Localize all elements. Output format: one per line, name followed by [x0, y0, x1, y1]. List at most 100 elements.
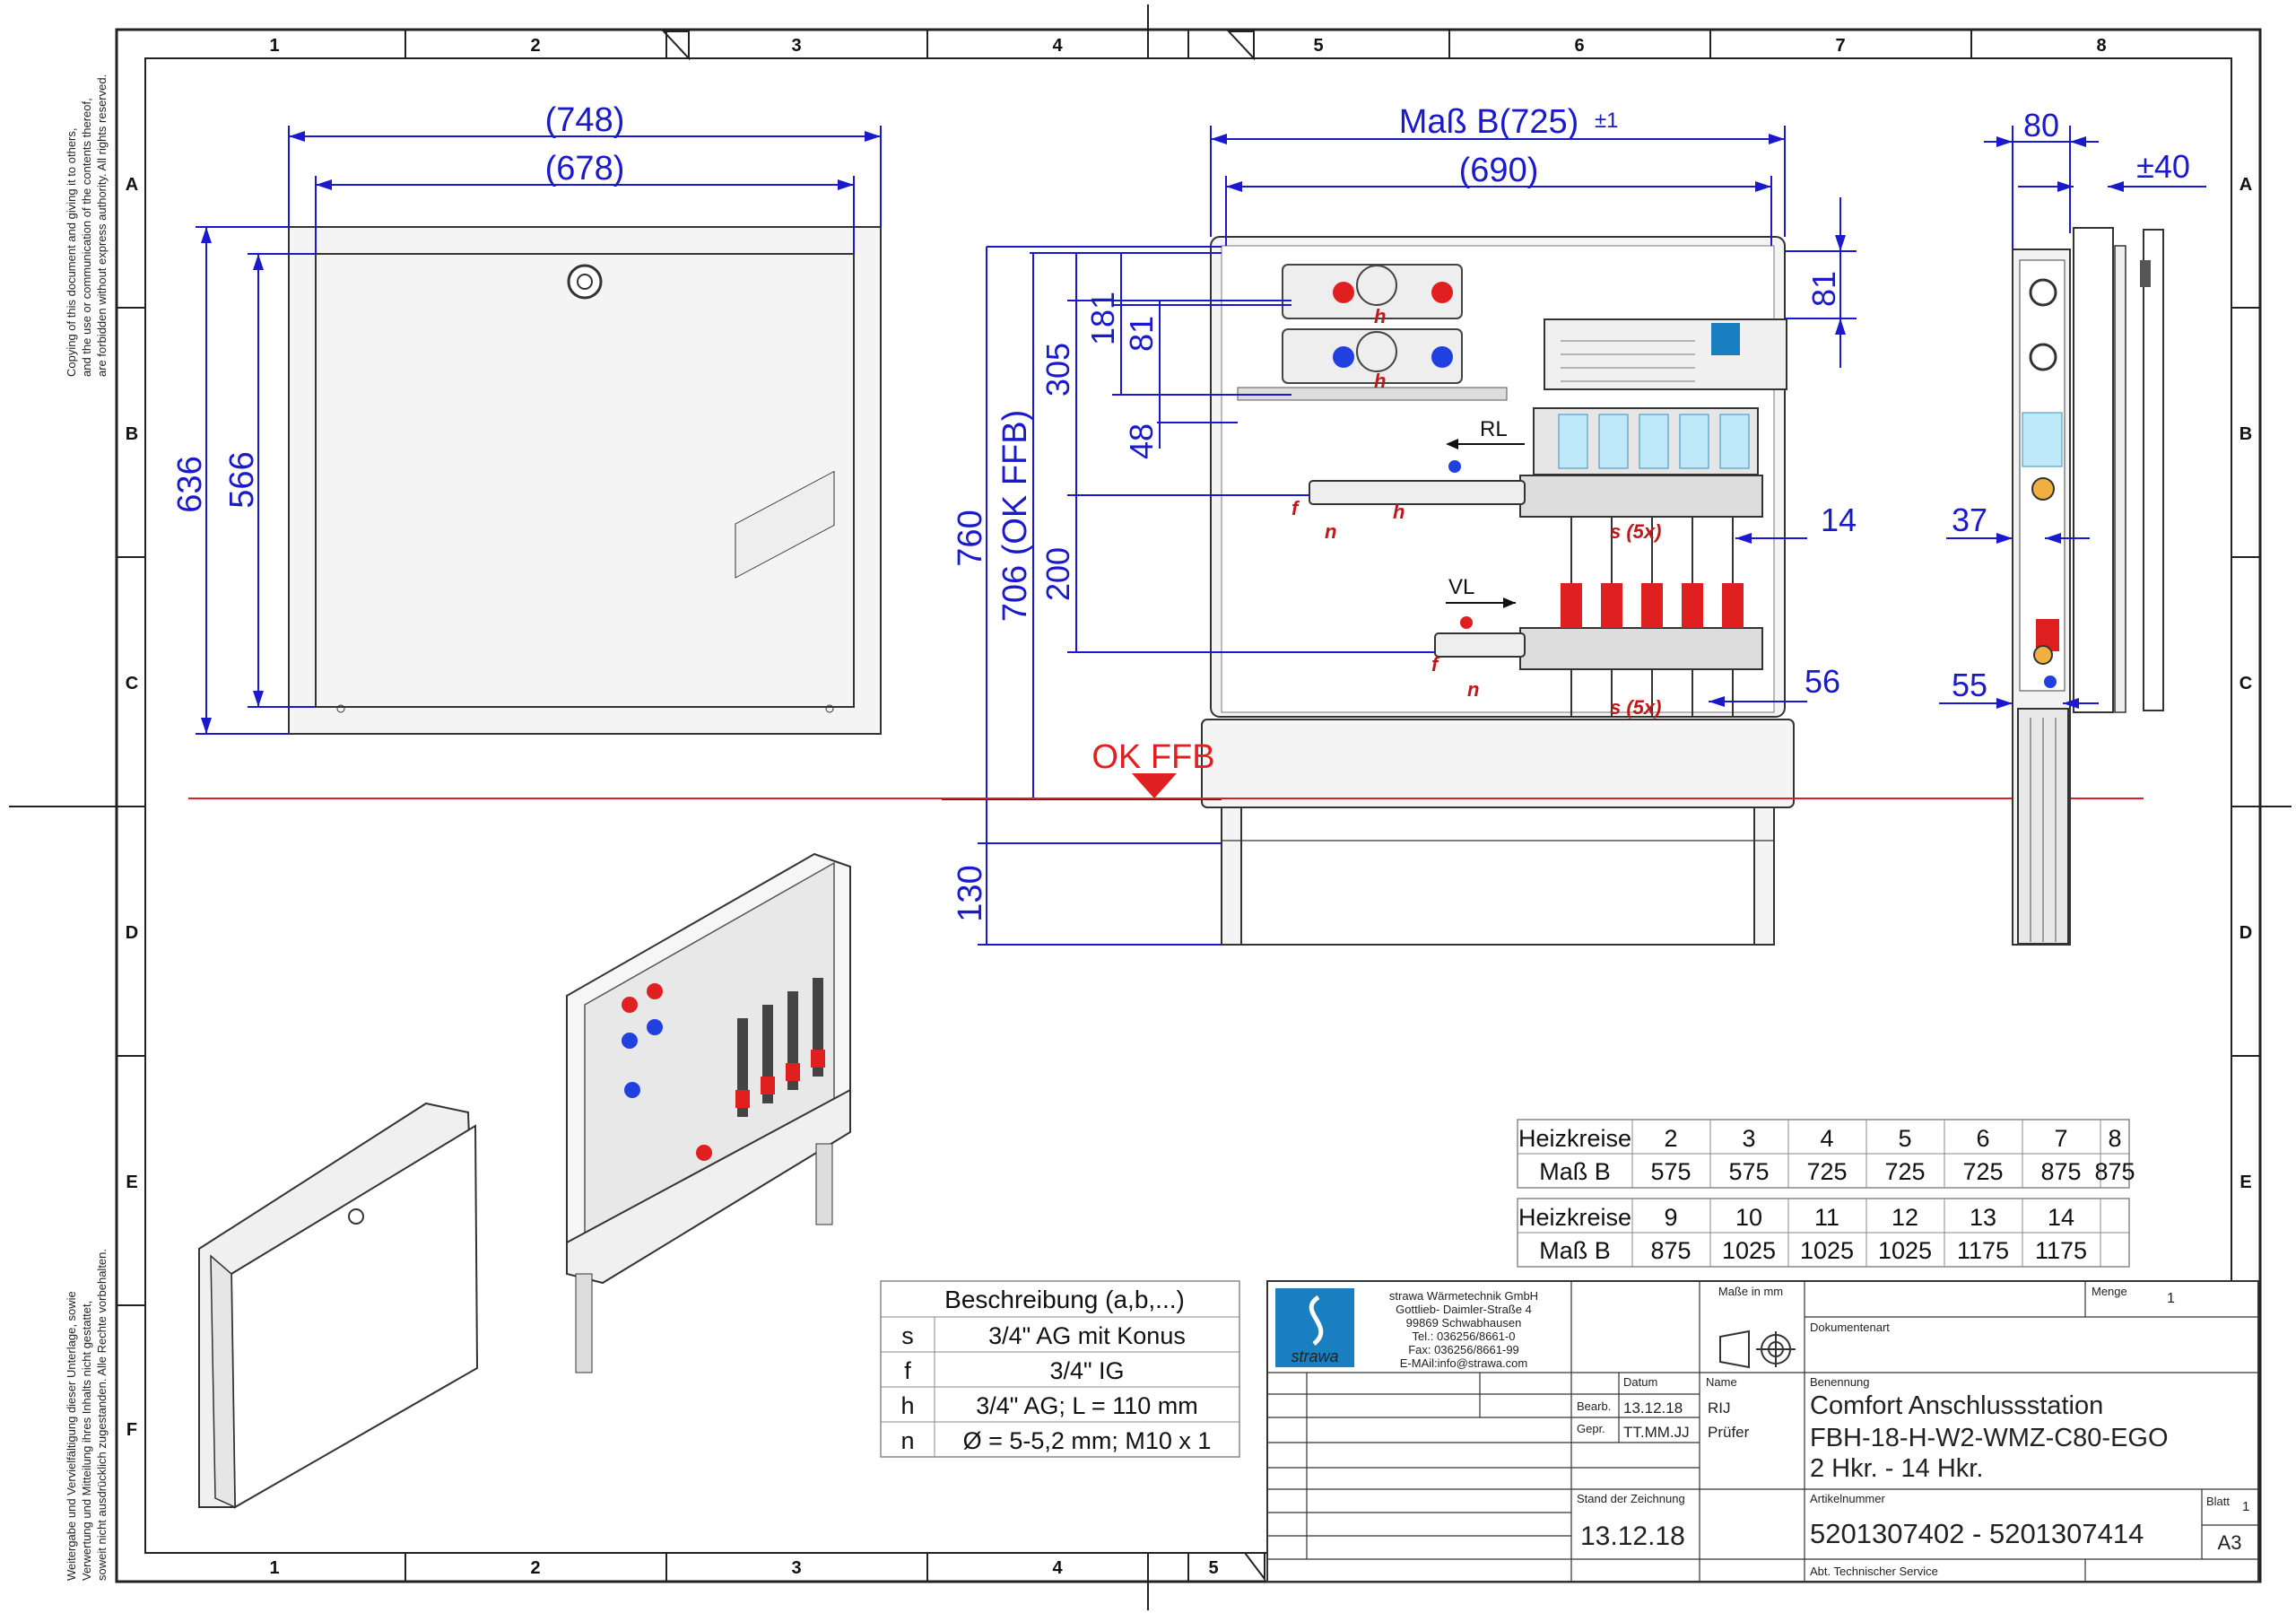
- col-label-bottom: 3: [791, 1558, 801, 1578]
- abteilung-label: Abt. Technischer Service: [1810, 1565, 1938, 1578]
- side-view: 80 ±40 37 55: [1939, 107, 2206, 946]
- copyright-en-2: and the use or communication of the cont…: [80, 98, 93, 377]
- beschreibung-key: n: [900, 1427, 914, 1454]
- beschreibung-key: s: [901, 1322, 914, 1349]
- copyright-en-1: Copying of this document and giving it t…: [65, 128, 78, 378]
- letter-h: h: [1374, 305, 1386, 327]
- gepr-name: Prüfer: [1708, 1424, 1750, 1441]
- artikel-label: Artikelnummer: [1810, 1492, 1885, 1505]
- row-label-left: F: [126, 1420, 137, 1440]
- heizkreise-count: 10: [1735, 1204, 1762, 1231]
- row-label-right: A: [2239, 175, 2252, 195]
- dokumentenart-label: Dokumentenart: [1810, 1321, 1890, 1334]
- heizkreise-label: Heizkreise: [1518, 1125, 1631, 1152]
- mass-b-value: 1025: [1878, 1237, 1932, 1264]
- dim-width-b-tolerance: ±1: [1595, 109, 1619, 133]
- dim-width-b: Maß B(725): [1399, 103, 1579, 141]
- menge-label: Menge: [2092, 1285, 2127, 1298]
- col-label-top: 7: [1835, 36, 1845, 56]
- row-label-left: E: [126, 1173, 137, 1192]
- gepr-date: TT.MM.JJ: [1623, 1424, 1690, 1441]
- dim-81-right: 81: [1805, 271, 1842, 307]
- benennung-line-2: FBH-18-H-W2-WMZ-C80-EGO: [1810, 1424, 2169, 1452]
- beschreibung-header: Beschreibung (a,b,...): [944, 1286, 1185, 1313]
- masse-label: Maße in mm: [1718, 1285, 1783, 1298]
- front-view: (748) (678) 636 566: [171, 101, 882, 735]
- dim-height-outer: 636: [171, 456, 209, 512]
- heizkreise-count: 11: [1814, 1204, 1839, 1231]
- label-ok-ffb: OK FFB: [1091, 738, 1214, 776]
- dim-14: 14: [1821, 501, 1857, 538]
- mass-b-value: 1175: [2035, 1237, 2087, 1264]
- row-label-left: C: [126, 674, 138, 693]
- row-label-left: B: [126, 424, 138, 444]
- benennung-line-1: Comfort Anschlussstation: [1810, 1391, 2103, 1420]
- row-label-right: E: [2239, 1173, 2251, 1192]
- heizkreise-count: 7: [2054, 1125, 2067, 1152]
- heizkreise-count: 9: [1664, 1204, 1677, 1231]
- heizkreise-table: Heizkreise Maß B 25753575472557256725787…: [1517, 1119, 2135, 1268]
- blatt-label: Blatt: [2206, 1495, 2230, 1508]
- benennung-label: Benennung: [1810, 1375, 1870, 1389]
- copyright-en-3: are forbidden without express authority.…: [95, 74, 109, 377]
- mass-b-label: Maß B: [1539, 1158, 1611, 1185]
- heizkreise-count: 12: [1892, 1204, 1918, 1231]
- row-label-right: B: [2239, 424, 2252, 444]
- dim-width-690: (690): [1459, 152, 1539, 189]
- label-rl: RL: [1480, 417, 1508, 441]
- dim-130: 130: [952, 865, 989, 921]
- name-label: Name: [1706, 1375, 1737, 1389]
- heizkreise-count: 6: [1976, 1125, 1989, 1152]
- beschreibung-key: f: [904, 1357, 911, 1384]
- col-label-bottom: 1: [269, 1558, 279, 1578]
- col-label-top: 5: [1313, 36, 1323, 56]
- row-label-left: D: [126, 923, 138, 943]
- row-label-right: C: [2239, 674, 2252, 693]
- gepr-label: Gepr.: [1577, 1422, 1605, 1435]
- heizkreise-count: 8: [2108, 1125, 2121, 1152]
- heizkreise-count: 5: [1898, 1125, 1911, 1152]
- col-label-top: 6: [1574, 36, 1584, 56]
- heizkreise-count: 13: [1970, 1204, 1996, 1231]
- beschreibung-value: 3/4" AG; L = 110 mm: [976, 1392, 1197, 1419]
- benennung-line-3: 2 Hkr. - 14 Hkr.: [1810, 1454, 1983, 1483]
- company-line: 99869 Schwabhausen: [1406, 1316, 1522, 1330]
- dim-48: 48: [1123, 423, 1160, 459]
- col-label-top: 3: [791, 36, 801, 56]
- company-line: Gottlieb- Daimler-Straße 4: [1396, 1303, 1532, 1316]
- bearb-label: Bearb.: [1577, 1399, 1611, 1413]
- col-label-bottom: 5: [1208, 1558, 1218, 1578]
- mass-b-value: 575: [1650, 1158, 1691, 1185]
- dim-80: 80: [2023, 107, 2059, 144]
- company-line: Tel.: 036256/8661-0: [1413, 1330, 1516, 1343]
- datum-label: Datum: [1623, 1375, 1657, 1389]
- heizkreise-count: 3: [1742, 1125, 1755, 1152]
- row-label-right: D: [2239, 923, 2252, 943]
- mass-b-value: 575: [1728, 1158, 1769, 1185]
- heizkreise-count: 14: [2048, 1204, 2074, 1231]
- stand-value: 13.12.18: [1580, 1521, 1685, 1551]
- letter-n: n: [1467, 678, 1479, 701]
- dim-305: 305: [1039, 343, 1076, 397]
- letter-h: h: [1374, 370, 1386, 392]
- mass-b-value: 1025: [1800, 1237, 1854, 1264]
- dim-200: 200: [1039, 547, 1076, 601]
- mass-b-value: 725: [1962, 1158, 2003, 1185]
- col-label-bottom: 2: [530, 1558, 540, 1578]
- letter-n: n: [1325, 520, 1336, 543]
- bearb-name: RIJ: [1708, 1399, 1731, 1417]
- format-value: A3: [2218, 1531, 2242, 1554]
- letter-h: h: [1393, 501, 1405, 523]
- dim-37: 37: [1952, 501, 1987, 538]
- menge-value: 1: [2167, 1291, 2175, 1306]
- company-line: strawa Wärmetechnik GmbH: [1389, 1289, 1538, 1303]
- letter-s-5x: s (5x): [1610, 520, 1661, 543]
- beschreibung-value: Ø = 5-5,2 mm; M10 x 1: [963, 1427, 1212, 1454]
- dim-height-inner: 566: [223, 451, 261, 508]
- col-label-top: 2: [530, 36, 540, 56]
- mass-b-value: 725: [1884, 1158, 1925, 1185]
- beschreibung-value: 3/4" IG: [1049, 1357, 1124, 1384]
- heizkreise-count: 2: [1664, 1125, 1677, 1152]
- bearb-date: 13.12.18: [1623, 1399, 1683, 1417]
- dim-760: 760: [952, 510, 989, 566]
